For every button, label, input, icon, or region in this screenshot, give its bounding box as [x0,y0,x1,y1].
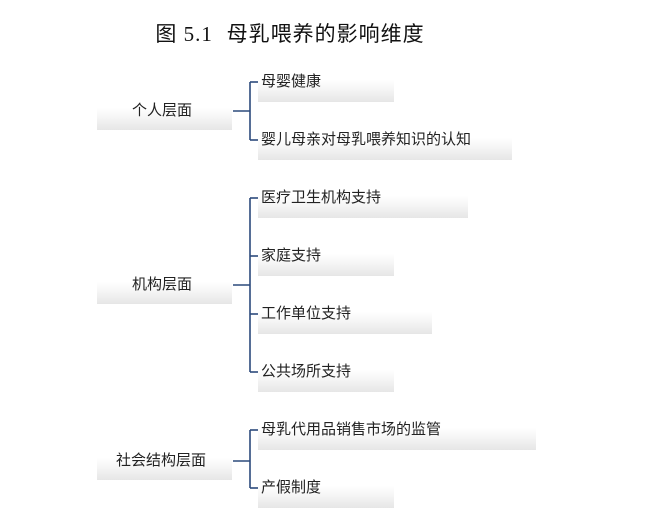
item-label-family-support: 家庭支持 [261,246,322,264]
item-box-medical-support [258,196,468,218]
item-box-workplace-support [258,312,432,334]
item-label-breastfeeding-knowledge: 婴儿母亲对母乳喂养知识的认知 [261,130,472,148]
figure-title: 图 5.1 母乳喂养的影响维度 [0,18,580,48]
group-label-institutional: 机构层面 [132,275,193,293]
item-label-maternal-infant-health: 母婴健康 [261,72,322,90]
group-label-personal: 个人层面 [132,101,193,119]
group-box-social-structure [97,458,232,480]
item-label-substitute-market-regulation: 母乳代用品销售市场的监管 [261,420,442,438]
group-label-social-structure: 社会结构层面 [116,451,207,469]
item-label-maternity-leave: 产假制度 [261,478,322,496]
group-box-institutional [97,282,232,304]
item-box-family-support [258,254,394,276]
item-label-medical-support: 医疗卫生机构支持 [261,188,382,206]
item-box-maternity-leave [258,486,394,508]
figure-number: 图 5.1 [155,22,213,46]
group-box-personal [97,108,232,130]
item-box-breastfeeding-knowledge [258,138,512,160]
figure-title-text: 母乳喂养的影响维度 [226,22,425,46]
item-label-public-places-support: 公共场所支持 [261,362,352,380]
item-box-public-places-support [258,370,394,392]
item-box-maternal-infant-health [258,80,394,102]
item-box-substitute-market-regulation [258,428,536,450]
item-label-workplace-support: 工作单位支持 [261,304,352,322]
